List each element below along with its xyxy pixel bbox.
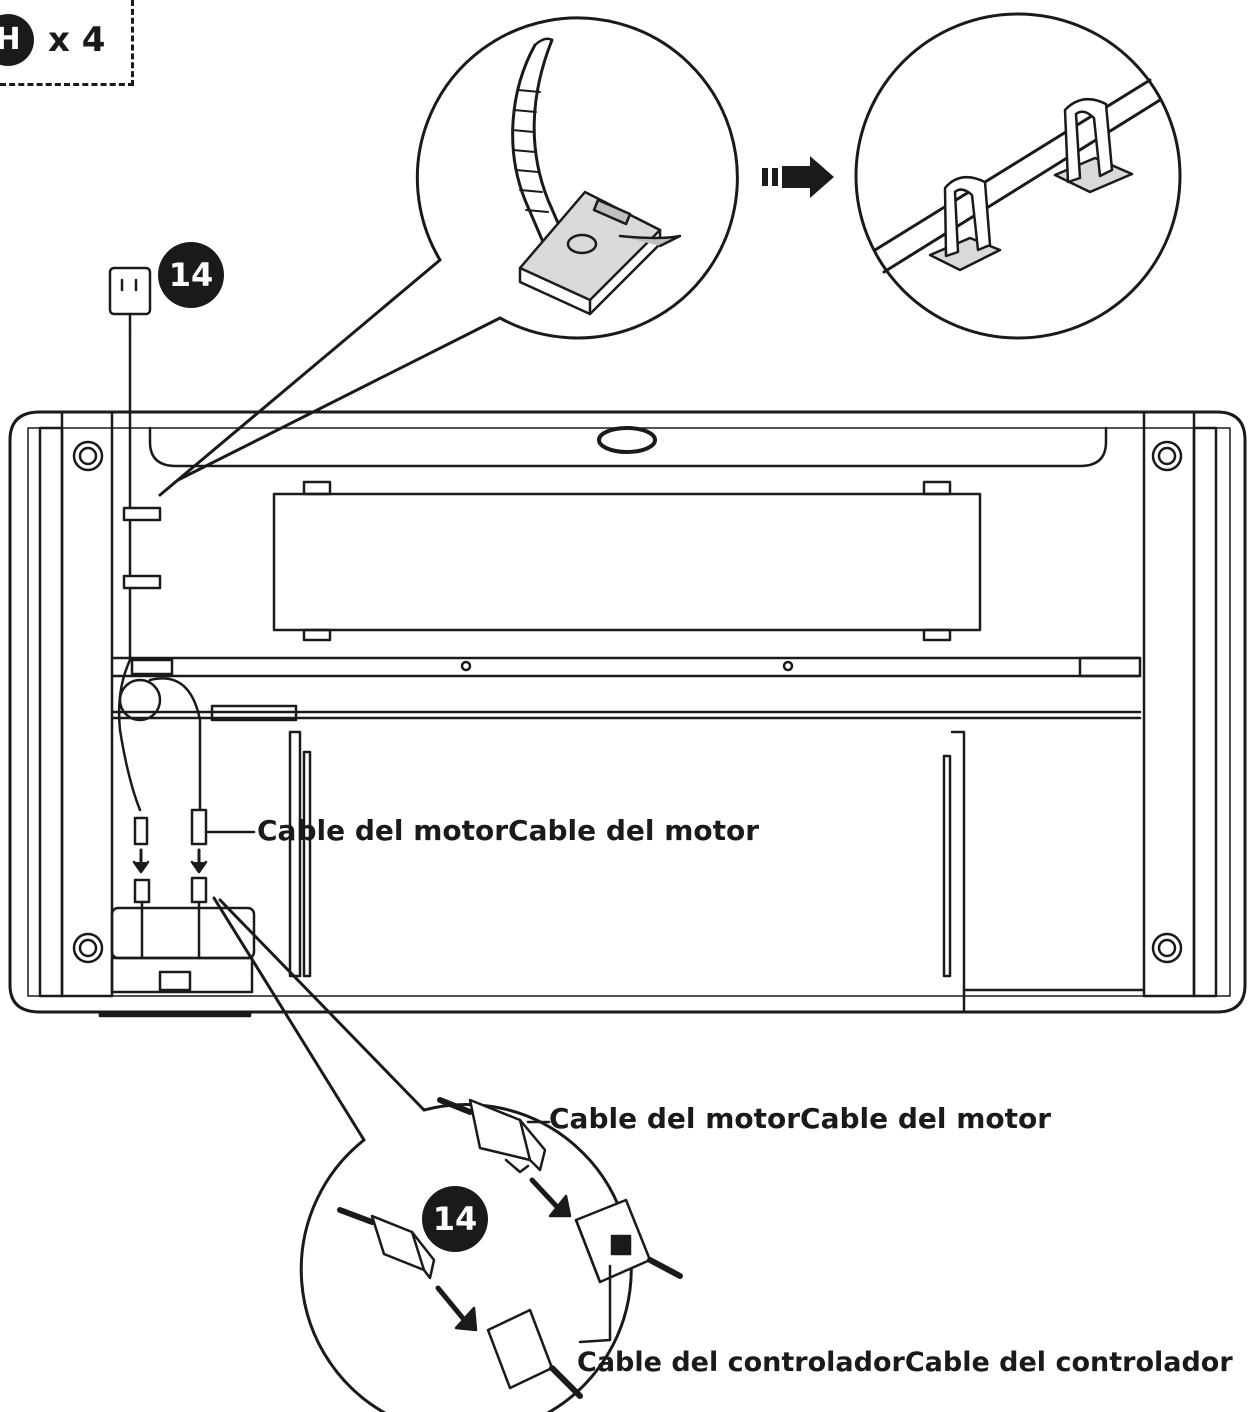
- cable-clips-installed: [122, 506, 162, 590]
- controller-cable-label: Cable del controladorCable del controlad…: [577, 1347, 1233, 1378]
- part-reference-box: H x 4: [0, 0, 134, 86]
- zoom-circle-connectors: [212, 896, 683, 1412]
- transition-arrow: [762, 156, 834, 198]
- desk-frame: [8, 410, 1247, 1018]
- power-adapter: [108, 266, 152, 662]
- motor-cable-label: Cable del motorCable del motor: [257, 814, 760, 847]
- zoom-circle-clipped: [854, 12, 1182, 340]
- part-quantity: x 4: [48, 20, 106, 60]
- zoom-circle-clip: [158, 16, 739, 497]
- connector-number-badge: 14: [422, 1186, 488, 1252]
- cable-connectors: [117, 658, 256, 960]
- motor-cable-zoom-label: Cable del motorCable del motor: [549, 1102, 1052, 1135]
- adapter-number-badge: 14: [158, 242, 224, 308]
- part-letter-badge: H: [0, 14, 34, 66]
